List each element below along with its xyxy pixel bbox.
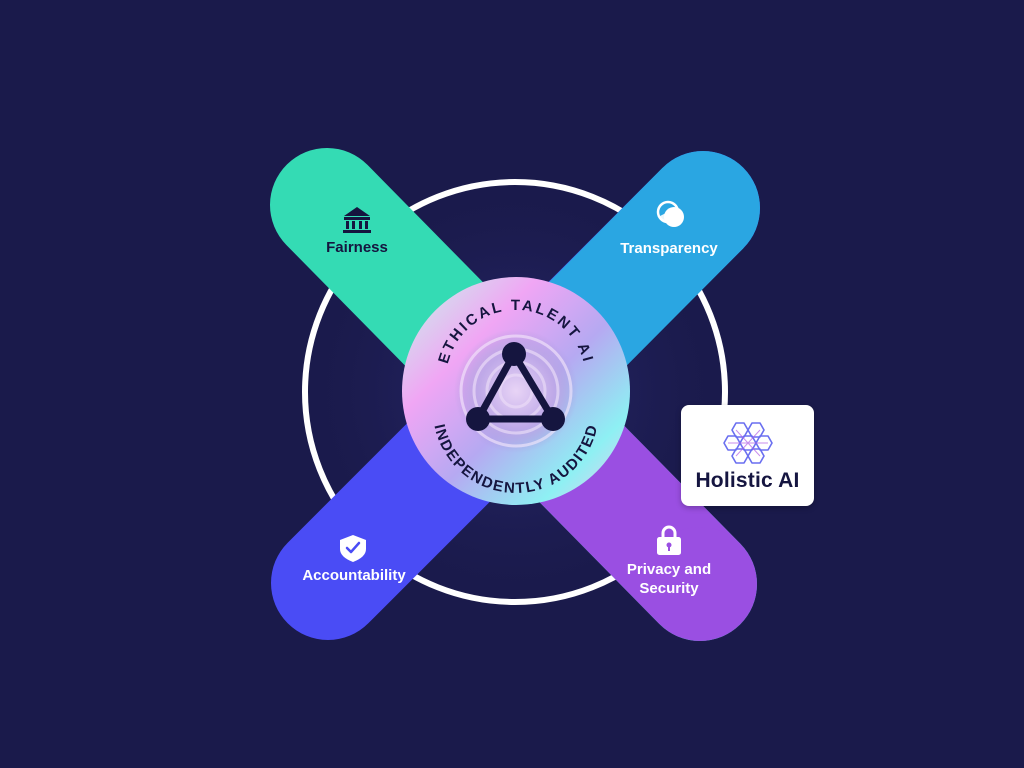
outer-ring xyxy=(302,179,728,605)
privacy-pill-cap xyxy=(643,527,757,641)
hexagon-cluster-icon xyxy=(723,422,773,464)
audit-badge: ETHICAL TALENT AI INDEPENDENTLY AUDITED xyxy=(402,277,630,505)
network-triangle-icon xyxy=(466,342,565,431)
holistic-ai-card: Holistic AI xyxy=(681,405,814,506)
transparency-label: Transparency xyxy=(620,240,718,257)
transparency-pill-cap xyxy=(646,151,760,265)
padlock-icon xyxy=(657,525,681,555)
fairness-label: Fairness xyxy=(326,239,388,256)
accountability-label: Accountability xyxy=(302,567,406,584)
overlapping-circles-icon xyxy=(656,200,684,227)
shield-check-icon xyxy=(340,535,366,562)
privacy-label-line1: Privacy and xyxy=(626,561,712,578)
badge-ripple xyxy=(498,373,534,409)
badge-ripple xyxy=(459,334,573,448)
privacy-label-line2: Security xyxy=(639,580,699,597)
holistic-ai-name: Holistic AI xyxy=(695,469,800,492)
privacy-security-label: Privacy and Security xyxy=(627,560,711,598)
bank-icon xyxy=(343,207,371,233)
